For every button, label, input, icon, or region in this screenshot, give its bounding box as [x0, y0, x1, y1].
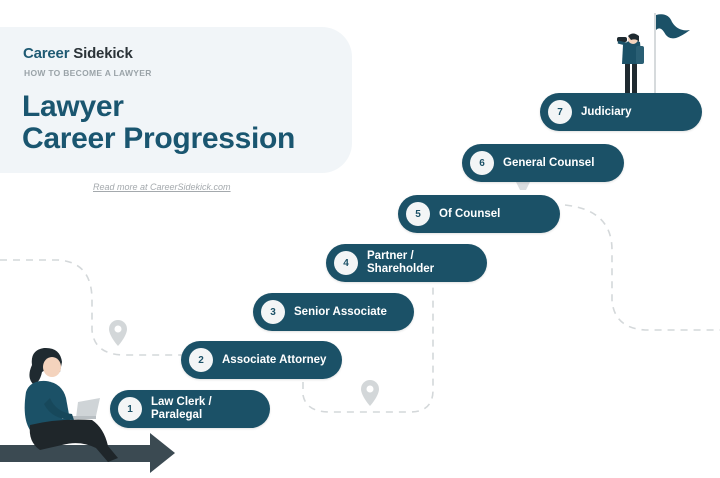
- step-number: 7: [548, 100, 572, 124]
- step-5[interactable]: 5 Of Counsel: [398, 195, 560, 233]
- step-number: 4: [334, 251, 358, 275]
- step-1[interactable]: 1 Law Clerk / Paralegal: [110, 390, 270, 428]
- step-label: Judiciary: [581, 105, 632, 118]
- title-line-2: Career Progression: [22, 122, 296, 155]
- step-label: Associate Attorney: [222, 353, 327, 366]
- step-label: Partner / Shareholder: [367, 250, 435, 275]
- step-number: 3: [261, 300, 285, 324]
- step-3[interactable]: 3 Senior Associate: [253, 293, 414, 331]
- read-more-link[interactable]: Read more at CareerSidekick.com: [93, 182, 231, 192]
- step-4[interactable]: 4 Partner / Shareholder: [326, 244, 487, 282]
- step-number: 5: [406, 202, 430, 226]
- step-number: 2: [189, 348, 213, 372]
- map-pin-icon: [109, 320, 127, 346]
- page-title: Lawyer Career Progression: [22, 91, 295, 155]
- brand-part-sidekick: Sidekick: [69, 45, 133, 62]
- kicker: HOW TO BECOME A LAWYER: [24, 68, 152, 78]
- brand-part-career: Career: [23, 45, 70, 62]
- step-number: 1: [118, 397, 142, 421]
- map-pin-icon: [361, 380, 379, 406]
- step-label: Of Counsel: [439, 207, 501, 220]
- step-number: 6: [470, 151, 494, 175]
- flag-icon: [654, 13, 690, 94]
- connector-tab: [516, 182, 530, 190]
- step-label: Law Clerk / Paralegal: [151, 396, 212, 421]
- step-label: Senior Associate: [294, 305, 387, 318]
- step-label: General Counsel: [503, 156, 595, 169]
- title-line-1: Lawyer: [22, 90, 124, 123]
- brand-logo: Career Sidekick: [23, 45, 133, 62]
- step-7[interactable]: 7 Judiciary: [540, 93, 702, 131]
- person-with-binoculars-icon: [617, 33, 644, 93]
- step-2[interactable]: 2 Associate Attorney: [181, 341, 342, 379]
- step-6[interactable]: 6 General Counsel: [462, 144, 624, 182]
- header-card: Career Sidekick HOW TO BECOME A LAWYER L…: [0, 27, 352, 173]
- person-with-laptop-icon: [24, 347, 118, 462]
- dashed-path: [0, 204, 720, 413]
